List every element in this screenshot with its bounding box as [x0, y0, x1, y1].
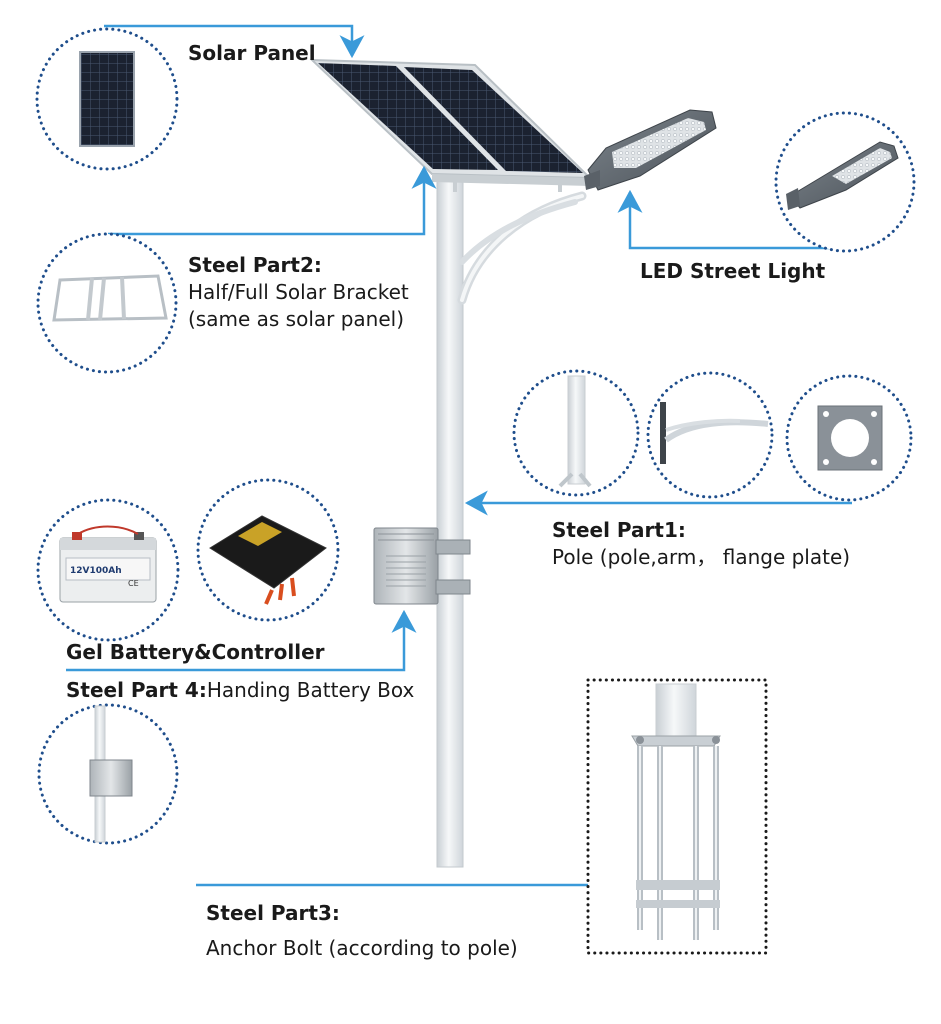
led-light-thumbnail	[774, 111, 916, 253]
arm-thumbnail	[646, 371, 774, 499]
steel-part1-title: Steel Part1:	[552, 518, 686, 542]
pole-arm	[457, 191, 587, 305]
solar-bracket-thumbnail	[36, 232, 178, 374]
arrow-led-street-light	[617, 189, 850, 250]
steel-part3-title: Steel Part3:	[206, 901, 340, 925]
battery-cert-text: CE	[128, 579, 139, 588]
solar-panel-label: Solar Panel	[188, 41, 316, 65]
gel-battery-controller-label: Gel Battery&Controller	[66, 640, 325, 664]
flange-plate-thumbnail	[785, 374, 913, 502]
battery-box	[373, 527, 471, 605]
arrow-battery-box	[66, 609, 417, 672]
arrow-solar-panel	[104, 24, 365, 59]
controller-thumbnail	[196, 478, 340, 622]
steel-part2-line2: (same as solar panel)	[188, 307, 404, 331]
battery-model-text: 12V100Ah	[70, 566, 122, 576]
gel-battery-thumbnail: 12V100Ah CE	[36, 498, 180, 642]
steel-part3-desc: Anchor Bolt (according to pole)	[206, 936, 518, 960]
solar-panel-main	[309, 58, 593, 192]
steel-part2-title: Steel Part2:	[188, 253, 322, 277]
steel-part2-line1: Half/Full Solar Bracket	[188, 280, 409, 304]
pole-thumbnail	[512, 369, 640, 497]
solar-panel-thumbnail	[35, 27, 179, 171]
led-street-light-label: LED Street Light	[640, 259, 826, 283]
main-pole	[436, 169, 464, 868]
arrow-solar-bracket	[108, 165, 437, 236]
steel-part4-title: Steel Part 4:	[66, 678, 207, 702]
battery-box-thumbnail	[37, 703, 179, 845]
steel-part4-desc: Handing Battery Box	[206, 678, 415, 702]
steel-part1-desc: Pole (pole,arm， flange plate)	[552, 545, 851, 569]
anchor-bolt-frame	[586, 678, 768, 955]
led-lamp-head	[584, 109, 717, 191]
steel-part4-label: Steel Part 4:Handing Battery Box	[66, 677, 414, 703]
